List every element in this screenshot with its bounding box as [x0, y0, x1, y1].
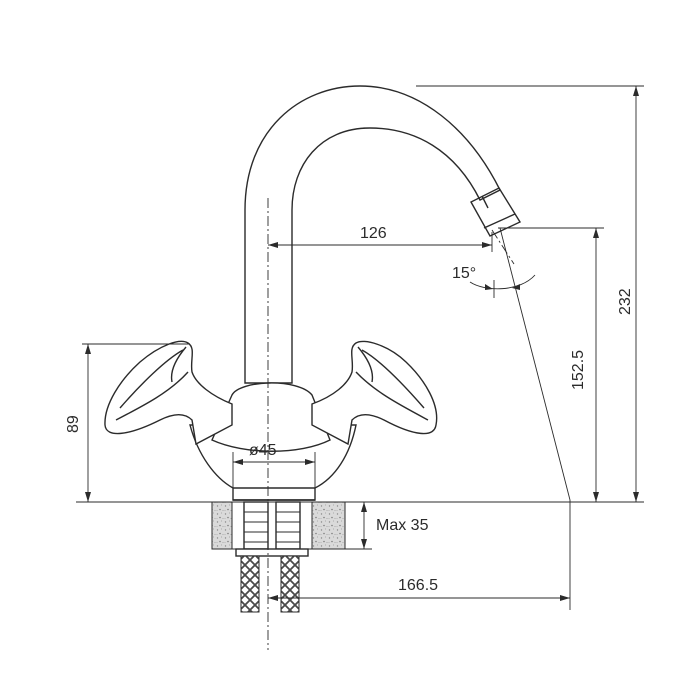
dim-base-diameter-label: ø45 — [249, 442, 277, 459]
right-handle — [311, 340, 438, 446]
dim-max-thickness: Max 35 — [345, 502, 429, 550]
spout — [244, 85, 522, 384]
dim-total-height: 232 — [617, 86, 639, 502]
dim-handle-height: 89 — [65, 344, 91, 502]
dim-spout-height-label: 152.5 — [570, 350, 587, 390]
left-handle — [104, 340, 233, 446]
dim-spout-reach-label: 126 — [360, 225, 387, 242]
flex-hoses — [240, 555, 300, 613]
dim-total-reach: 166.5 — [268, 577, 570, 601]
dim-spout-height: 152.5 — [570, 228, 599, 502]
dim-total-reach-label: 166.5 — [398, 577, 438, 594]
dim-base-diameter: ø45 — [232, 442, 316, 495]
dim-handle-height-label: 89 — [65, 415, 82, 433]
dim-total-height-label: 232 — [617, 288, 634, 315]
extension-lines — [76, 85, 644, 610]
center-lines — [267, 198, 515, 650]
central-dome — [211, 382, 331, 452]
dim-max-thickness-label: Max 35 — [376, 517, 429, 534]
dim-spout-reach: 126 — [268, 225, 493, 252]
dim-spout-angle-label: 15° — [452, 265, 476, 282]
dim-spout-angle: 15° — [452, 265, 536, 298]
